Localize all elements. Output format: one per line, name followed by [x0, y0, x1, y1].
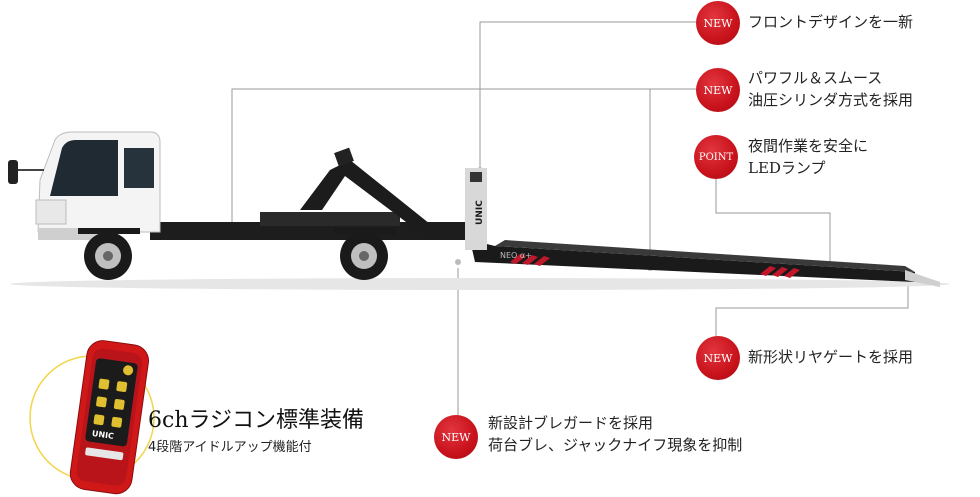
callout-text: 荷台ブレ、ジャックナイフ現象を抑制 — [488, 436, 743, 454]
callout-text: フロントデザインを一新 — [748, 13, 914, 31]
remote-button — [98, 378, 110, 390]
callout-cylinder: パワフル＆スムース 油圧シリンダ方式を採用 — [748, 67, 913, 111]
remote-title: 6chラジコン標準装備 — [148, 408, 365, 433]
front-wheel — [84, 232, 132, 280]
remote-subtitle: 4段階アイドルアップ機能付 — [148, 440, 312, 455]
remote-button — [96, 396, 107, 408]
carrier-deck — [470, 240, 915, 282]
mast-label: UNIC — [475, 200, 485, 225]
callout-text: 新設計ブレガードを採用 — [488, 414, 654, 432]
badge-new: NEW — [696, 68, 740, 112]
callout-text: 夜間作業を安全に — [748, 137, 869, 155]
windshield — [50, 140, 118, 196]
remote-button — [116, 381, 128, 392]
callout-bre-guard: 新設計ブレガードを採用 荷台ブレ、ジャックナイフ現象を抑制 — [488, 412, 742, 456]
badge-new: NEW — [696, 336, 740, 380]
hydraulic-arm — [300, 160, 440, 240]
badge-new: NEW — [696, 1, 740, 45]
callout-text: 油圧シリンダ方式を採用 — [748, 91, 914, 109]
leader-rear-gate — [715, 282, 909, 340]
side-window — [124, 148, 154, 188]
chassis-frame — [150, 222, 470, 240]
remote-button — [111, 416, 123, 428]
leader-cylinder — [231, 88, 696, 230]
remote-brand: UNIC — [91, 429, 114, 441]
rear-gate — [905, 270, 940, 287]
callout-text: LEDランプ — [748, 159, 826, 177]
remote-button — [113, 399, 125, 410]
deck-stripes — [510, 254, 800, 278]
rear-wheel — [340, 232, 388, 280]
mast — [465, 168, 487, 250]
callout-front-design: フロントデザインを一新 — [748, 11, 913, 33]
leader-led — [715, 178, 831, 262]
callout-rear-gate: 新形状リヤゲートを採用 — [748, 346, 913, 368]
badge-point: POINT — [694, 135, 738, 179]
remote-button — [93, 414, 105, 426]
callout-text: 新形状リヤゲートを採用 — [748, 348, 914, 366]
side-mirror — [8, 160, 18, 184]
callout-led: 夜間作業を安全に LEDランプ — [748, 135, 868, 179]
badge-new: NEW — [434, 415, 478, 459]
deck-label: NEO α+ — [500, 251, 532, 260]
remote-power-button — [123, 365, 134, 376]
leader-front-design — [479, 21, 696, 168]
callout-text: パワフル＆スムース — [748, 69, 883, 87]
